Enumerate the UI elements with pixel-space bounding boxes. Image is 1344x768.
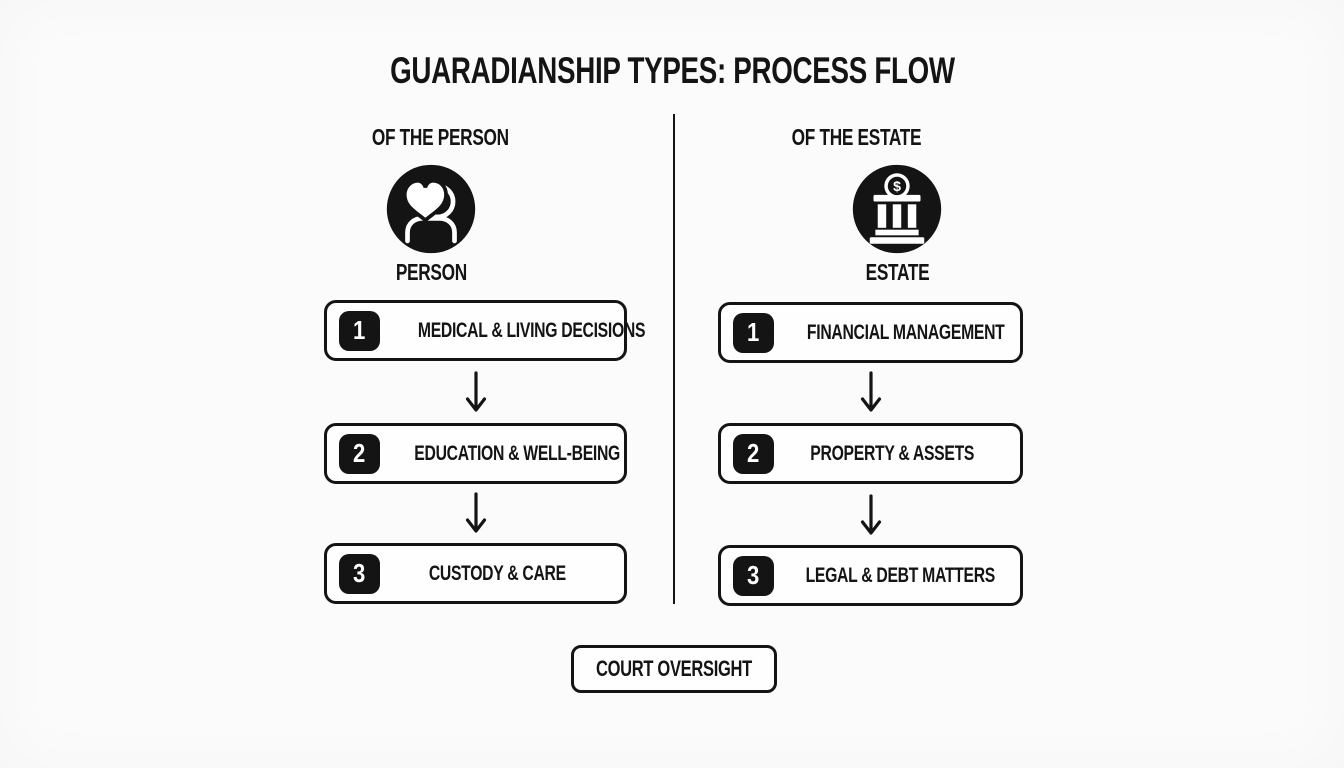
step-number: 2 <box>747 438 760 468</box>
down-arrow-icon <box>859 494 883 538</box>
column-header-person-text: OF THE PERSON <box>371 124 509 150</box>
page-title: GUARADIANSHIP TYPES: PROCESS FLOW <box>0 52 1344 90</box>
step-number-badge: 2 <box>733 433 774 474</box>
step-box-person-2: 2 EDUCATION & WELL-BEING <box>324 423 627 484</box>
step-number: 1 <box>353 315 366 345</box>
court-oversight-box: COURT OVERSIGHT <box>571 645 777 693</box>
step-number: 3 <box>747 560 760 590</box>
down-arrow-icon <box>464 371 488 415</box>
dollar-sign: $ <box>893 178 901 194</box>
step-label: PROPERTY & ASSETS <box>810 441 974 465</box>
step-number: 3 <box>353 558 366 588</box>
step-label: LEGAL & DEBT MATTERS <box>805 563 996 587</box>
page-title-text: GUARADIANSHIP TYPES: PROCESS FLOW <box>389 50 955 91</box>
step-number-badge: 1 <box>339 310 380 351</box>
step-box-person-1: 1 MEDICAL & LIVING DECISIONS <box>324 300 645 361</box>
estate-icon-label-text: ESTATE <box>865 259 929 285</box>
person-heart-icon-svg <box>386 164 476 254</box>
bank-dollar-icon-svg: $ <box>852 164 942 254</box>
step-number-badge: 2 <box>339 433 380 474</box>
step-number-badge: 1 <box>733 312 774 353</box>
down-arrow-icon <box>464 492 488 536</box>
step-box-estate-1: 1 FINANCIAL MANAGEMENT <box>718 302 1023 363</box>
person-icon-label: PERSON <box>331 260 531 284</box>
step-label: CUSTODY & CARE <box>428 561 566 585</box>
step-label: FINANCIAL MANAGEMENT <box>806 320 1005 344</box>
person-heart-icon <box>384 162 478 256</box>
column-header-estate: OF THE ESTATE <box>706 125 1006 149</box>
step-label: MEDICAL & LIVING DECISIONS <box>417 318 646 342</box>
court-oversight-label: COURT OVERSIGHT <box>596 656 752 681</box>
bank-dollar-icon: $ <box>850 162 944 256</box>
step-label: EDUCATION & WELL-BEING <box>414 441 621 465</box>
column-header-person: OF THE PERSON <box>290 125 590 149</box>
step-box-person-3: 3 CUSTODY & CARE <box>324 543 627 604</box>
estate-icon-label: ESTATE <box>797 260 997 284</box>
step-number: 1 <box>747 317 760 347</box>
step-number: 2 <box>353 438 366 468</box>
person-icon-label-text: PERSON <box>395 259 467 285</box>
step-number-badge: 3 <box>339 553 380 594</box>
column-divider <box>673 114 675 604</box>
down-arrow-icon <box>859 371 883 415</box>
step-box-estate-2: 2 PROPERTY & ASSETS <box>718 423 1023 484</box>
step-number-badge: 3 <box>733 555 774 596</box>
column-header-estate-text: OF THE ESTATE <box>791 124 921 150</box>
step-box-estate-3: 3 LEGAL & DEBT MATTERS <box>718 545 1023 606</box>
